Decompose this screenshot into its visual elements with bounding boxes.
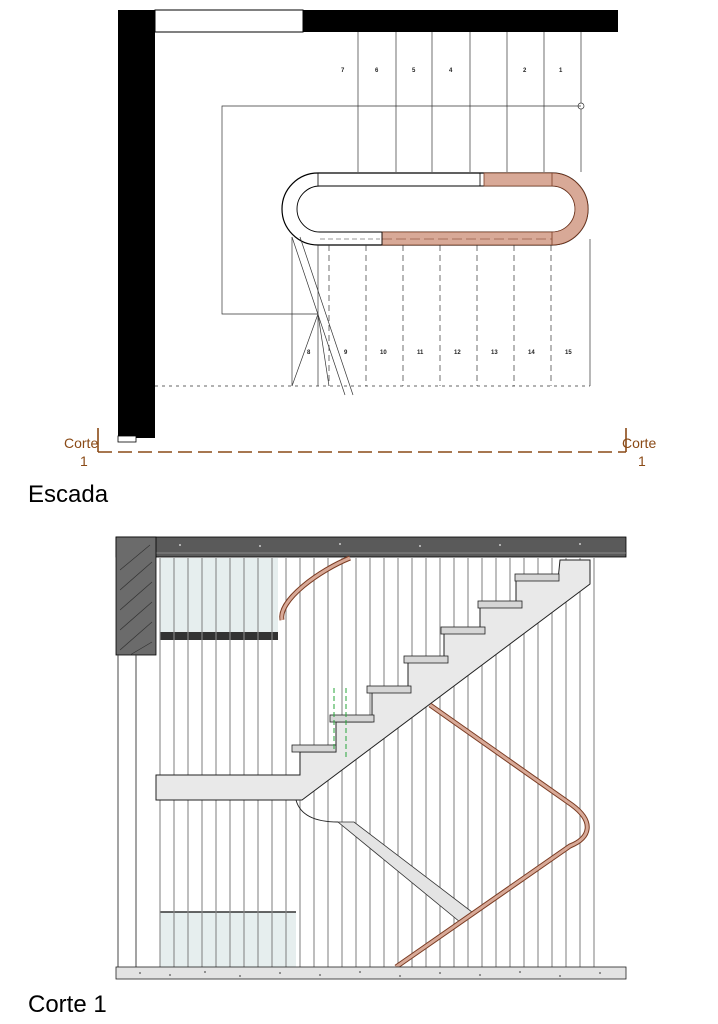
- section-cut-line: [97, 428, 627, 453]
- step-number: 4: [449, 68, 453, 74]
- section-handrail: [279, 555, 590, 970]
- upper-flight: [357, 32, 585, 172]
- step-number: 8: [307, 350, 311, 356]
- step-number: 12: [454, 350, 461, 356]
- step-number: 15: [565, 350, 572, 356]
- plan-wall-top: [303, 10, 618, 32]
- step-number: 7: [341, 68, 345, 74]
- step-number: 10: [380, 350, 387, 356]
- plan-wall-left: [118, 10, 155, 438]
- glass-panel: [160, 912, 296, 967]
- step-number: 11: [417, 350, 424, 356]
- step-number: 9: [344, 350, 348, 356]
- landing-outline: [221, 105, 581, 315]
- stair-plan: 7 6 5 4 2 1: [28, 9, 656, 508]
- cut-number-left: 1: [80, 453, 88, 469]
- section-slab: [115, 536, 627, 558]
- step-number: 13: [491, 350, 498, 356]
- lower-flight-body: [336, 821, 473, 923]
- cut-label-right: Corte: [622, 435, 656, 451]
- stair-section: Corte 1: [28, 536, 627, 1018]
- glass-panel: [160, 558, 278, 638]
- step-number: 6: [375, 68, 379, 74]
- lower-flight: [155, 236, 591, 396]
- section-floor: [115, 966, 627, 980]
- plan-wall-top-opening: [154, 9, 304, 33]
- section-title: Corte 1: [28, 991, 107, 1018]
- step-number: 1: [559, 68, 563, 74]
- step-number: 14: [528, 350, 535, 356]
- cut-number-right: 1: [638, 453, 646, 469]
- step-number: 5: [412, 68, 416, 74]
- plan-title: Escada: [28, 481, 109, 508]
- handrail-loop: [281, 172, 589, 246]
- step-number: 2: [523, 68, 527, 74]
- cut-label-left: Corte: [64, 435, 98, 451]
- section-rods: [159, 558, 595, 967]
